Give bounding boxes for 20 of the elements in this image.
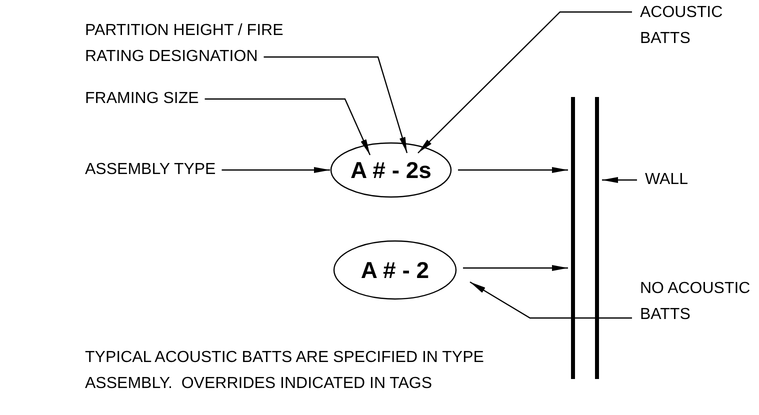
callout-label: FRAMING SIZE <box>85 86 199 112</box>
wall-drawing <box>568 97 602 379</box>
callout-label: ASSEMBLY TYPE <box>85 157 216 183</box>
tag-ellipse <box>333 240 457 300</box>
leader-arrow <box>222 167 330 173</box>
callout-label: WALL <box>645 167 688 193</box>
leader-arrow <box>470 281 632 319</box>
tag-ellipse <box>330 142 452 198</box>
leader-arrow <box>458 167 568 173</box>
leader-arrow <box>418 11 632 154</box>
callout-label: ACOUSTIC BATTS <box>640 0 730 52</box>
leader-arrow <box>463 265 568 271</box>
callout-label: NO ACOUSTIC BATTS <box>640 276 758 328</box>
note-text: TYPICAL ACOUSTIC BATTS ARE SPECIFIED IN TYPE ASSEMBLY. OVERRIDES INDICATED IN TAGS <box>85 348 485 394</box>
tag-code: A # - 2s <box>350 156 432 184</box>
tag-code: A # - 2 <box>360 256 430 284</box>
callout-label: PARTITION HEIGHT / FIRE RATING DESIGNATION <box>85 18 285 70</box>
leader-arrow <box>264 56 408 154</box>
leader-arrow <box>204 98 371 156</box>
leader-arrow <box>602 177 637 183</box>
